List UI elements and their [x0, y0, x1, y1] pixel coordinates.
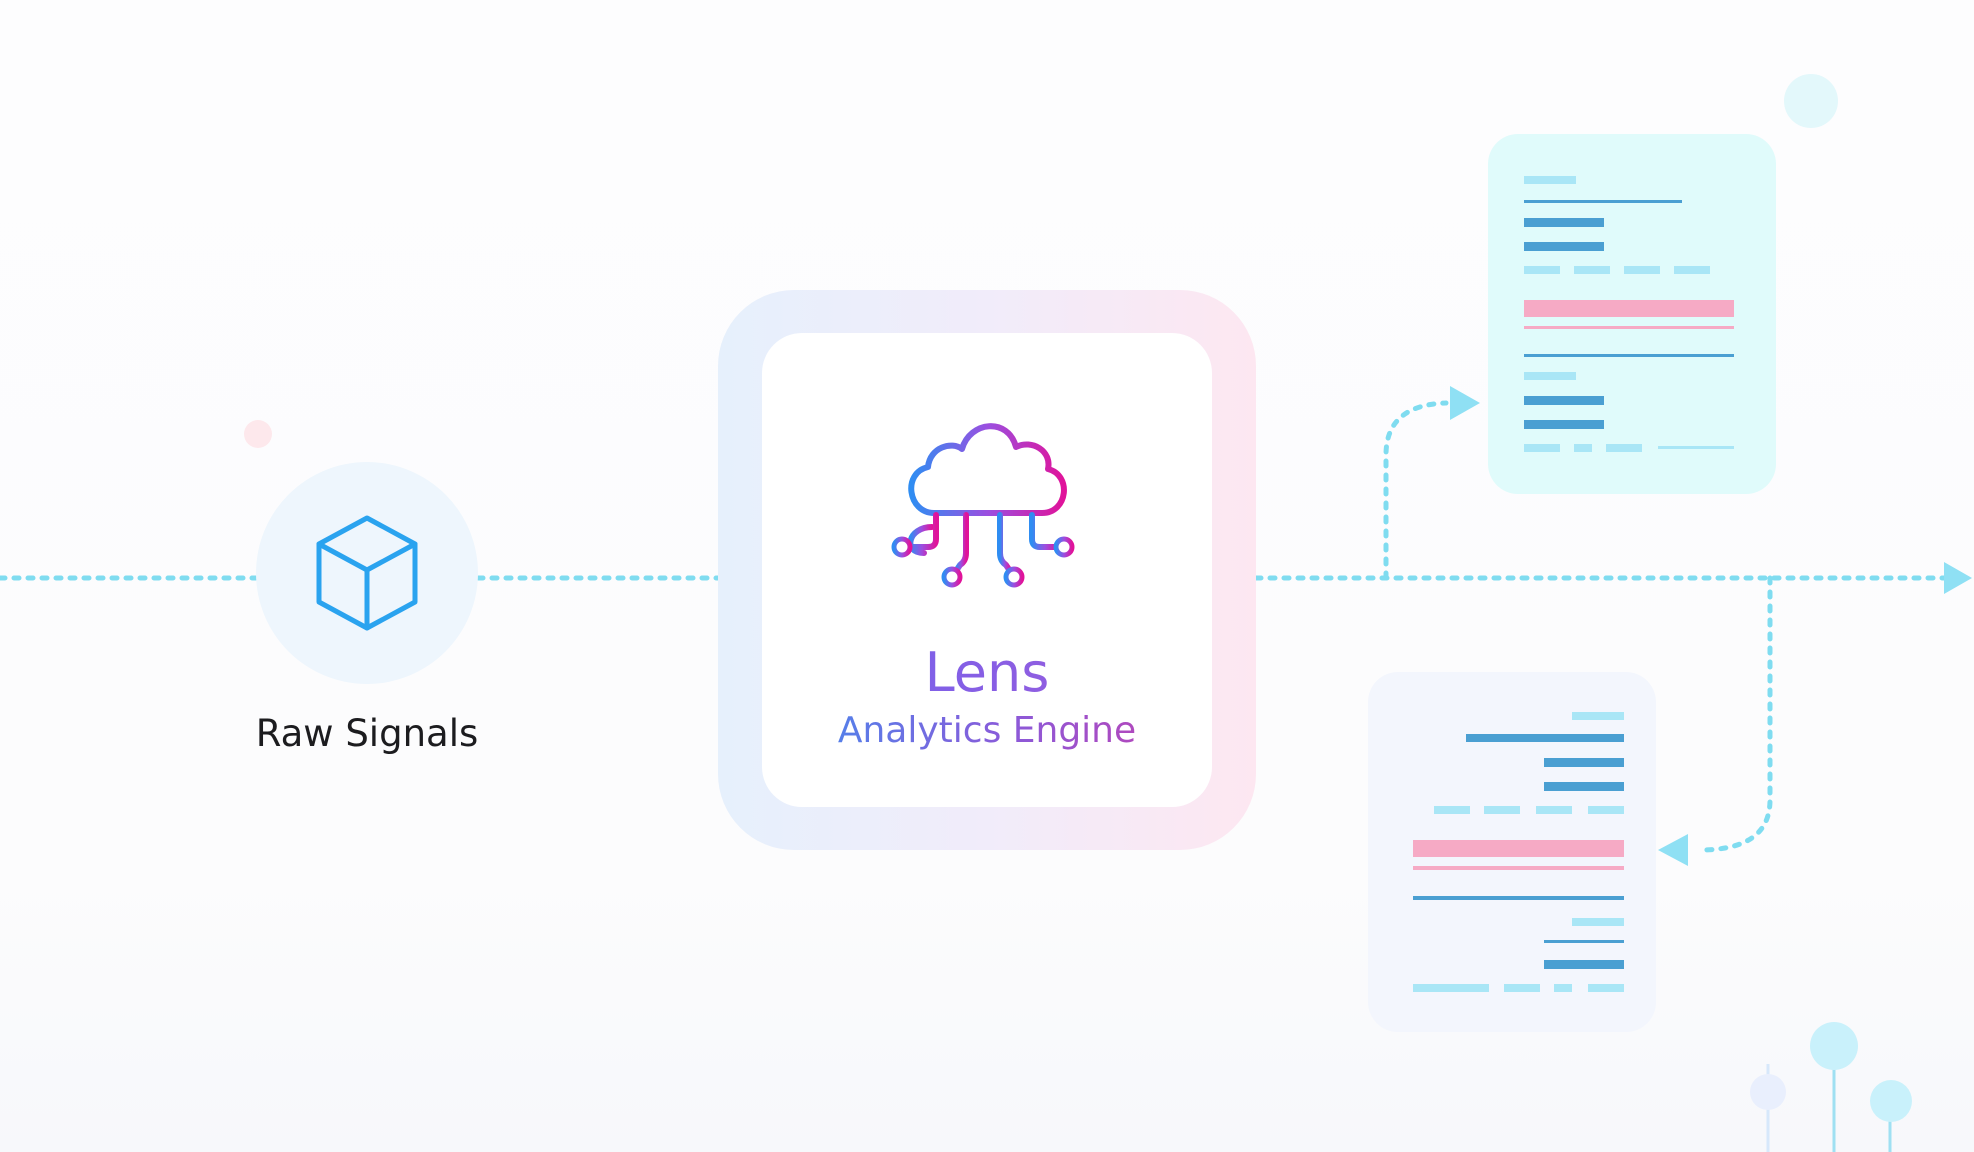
decorative-dot — [1870, 1080, 1912, 1122]
doc-line — [1574, 444, 1592, 452]
doc-highlight — [1524, 326, 1734, 329]
decorative-dot — [1784, 74, 1838, 128]
doc-line — [1572, 918, 1624, 926]
doc-line — [1572, 712, 1624, 720]
doc-line — [1524, 372, 1576, 380]
doc-highlight — [1524, 300, 1734, 317]
doc-line — [1524, 200, 1682, 203]
doc-line — [1504, 984, 1540, 992]
doc-line — [1544, 782, 1624, 791]
doc-line — [1524, 396, 1604, 405]
engine-output-arrowhead — [1944, 562, 1972, 594]
cube-icon — [316, 515, 418, 631]
doc-highlight — [1413, 840, 1624, 857]
branch-bottom-connector — [1697, 575, 1773, 853]
doc-line — [1554, 984, 1572, 992]
doc-line — [1524, 242, 1604, 251]
engine-frame: Lens Analytics Engine — [718, 290, 1256, 850]
branch-bottom-arrowhead — [1658, 834, 1688, 866]
doc-line — [1544, 960, 1624, 969]
doc-line — [1674, 266, 1710, 274]
doc-line — [1466, 734, 1624, 742]
doc-line — [1574, 266, 1610, 274]
doc-line — [1434, 806, 1470, 814]
output-document-top — [1488, 134, 1776, 494]
doc-line — [1524, 354, 1734, 357]
doc-line — [1413, 896, 1624, 900]
doc-line — [1588, 806, 1624, 814]
doc-line — [1524, 218, 1604, 227]
doc-line — [1524, 444, 1560, 452]
doc-line — [1658, 446, 1734, 449]
doc-line — [1484, 806, 1520, 814]
doc-line — [1536, 806, 1572, 814]
doc-line — [1524, 420, 1604, 429]
doc-line — [1606, 444, 1642, 452]
source-node — [256, 462, 478, 684]
engine-subtitle: Analytics Engine — [762, 709, 1212, 753]
engine-card: Lens Analytics Engine — [762, 333, 1212, 807]
output-document-bottom — [1368, 672, 1656, 1032]
doc-line — [1524, 176, 1576, 184]
doc-line — [1624, 266, 1660, 274]
branch-top-arrowhead — [1450, 386, 1480, 420]
decorative-dot — [1750, 1074, 1786, 1110]
doc-line — [1524, 266, 1560, 274]
branch-top-connector — [1383, 400, 1449, 581]
doc-line — [1413, 984, 1489, 992]
doc-line — [1544, 758, 1624, 767]
doc-highlight — [1413, 866, 1624, 870]
source-node-label: Raw Signals — [255, 712, 479, 755]
decorative-dot — [1810, 1022, 1858, 1070]
engine-title: Lens — [762, 641, 1212, 705]
doc-line — [1544, 940, 1624, 943]
doc-line — [1588, 984, 1624, 992]
cloud-network-icon — [891, 423, 1075, 588]
decorative-dot — [244, 420, 272, 448]
